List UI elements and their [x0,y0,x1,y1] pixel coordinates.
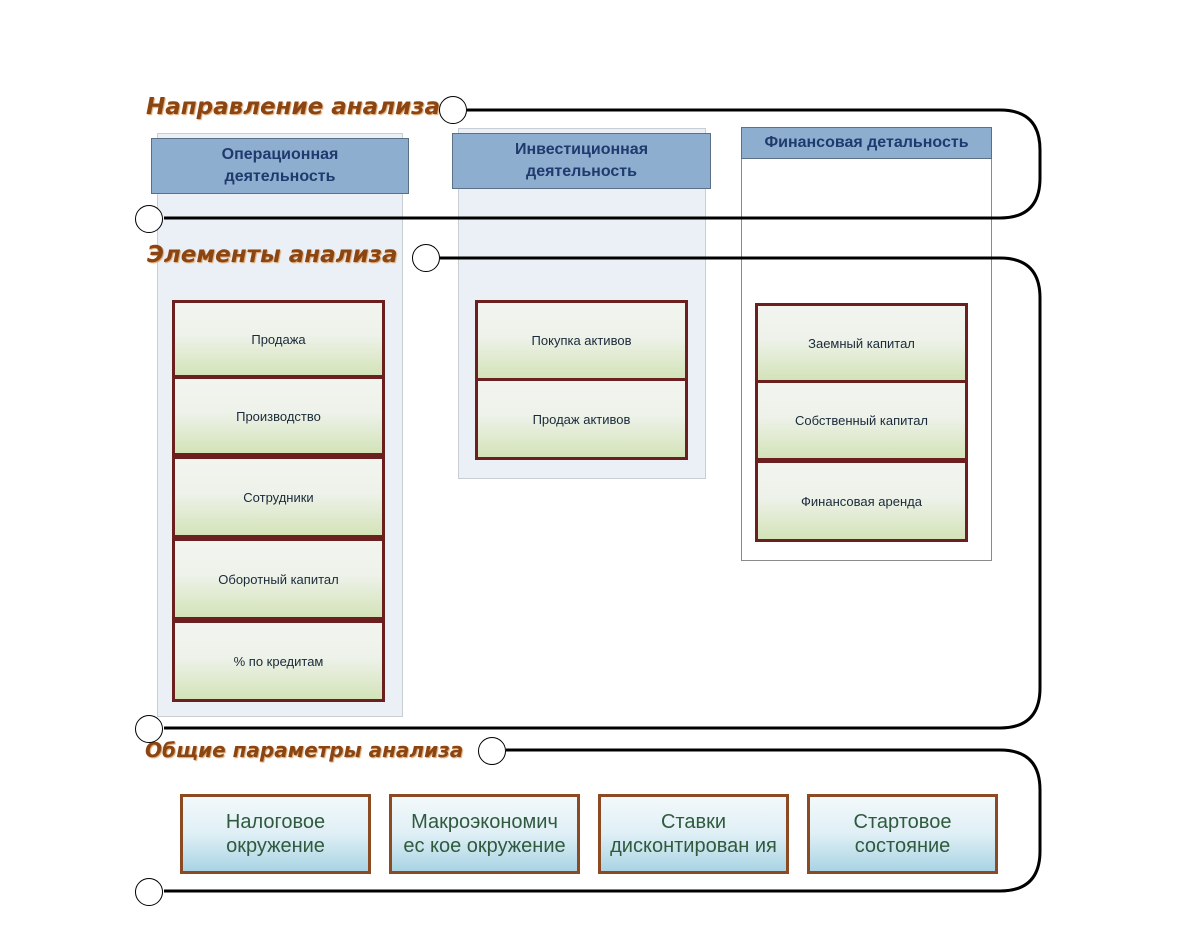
element-label: Покупка активов [531,333,632,348]
element-box: Сотрудники [172,456,385,538]
element-box: Заемный капитал [755,303,968,383]
section-title-direction: Направление анализа [146,94,441,120]
element-label: Финансовая аренда [801,493,922,509]
column-header-operational-label: Операционная деятельность [221,146,339,185]
loop-common [164,748,1042,893]
element-box: Производство [172,376,385,456]
loop-start-circle-direction [439,96,467,124]
loop-start-circle-elements [412,244,440,272]
element-label: Оборотный капитал [218,571,339,587]
column-header-operational: Операционная деятельность [151,138,409,194]
loop-start-circle-common [478,737,506,765]
loop-end-circle-elements [135,715,163,743]
parameter-box: Макроэкономич ес кое окружение [389,794,580,874]
column-header-investment: Инвестиционная деятельность [452,133,711,189]
element-label: Продаж активов [532,411,631,427]
element-box: % по кредитам [172,620,385,702]
element-box: Продаж активов [475,378,688,460]
loop-elements [164,256,1042,730]
parameter-label: Стартовое состояние [853,811,952,857]
column-header-investment-label: Инвестиционная деятельность [514,141,649,180]
parameter-label: Ставки дисконтирован ия [610,811,777,857]
loop-end-circle-common [135,878,163,906]
element-label: Производство [236,408,321,424]
element-box: Оборотный капитал [172,538,385,620]
column-header-financial-label: Финансовая детальность [764,134,969,151]
loop-end-circle-direction [135,205,163,233]
element-label: Заемный капитал [808,335,915,351]
element-box: Финансовая аренда [755,460,968,542]
element-label: Собственный капитал [794,413,929,428]
element-box: Продажа [172,300,385,378]
parameter-box: Ставки дисконтирован ия [598,794,789,874]
parameter-label: Налоговое окружение [225,811,326,857]
loop-direction [164,108,1042,220]
parameter-box: Стартовое состояние [807,794,998,874]
column-header-financial: Финансовая детальность [741,127,992,159]
element-label: Продажа [251,331,306,347]
parameter-box: Налоговое окружение [180,794,371,874]
element-label: Сотрудники [243,489,314,505]
element-box: Покупка активов [475,300,688,381]
section-title-common: Общие параметры анализа [145,738,464,762]
element-box: Собственный капитал [755,380,968,461]
section-title-elements: Элементы анализа [147,242,398,268]
parameter-label: Макроэкономич ес кое окружение [403,811,566,857]
element-label: % по кредитам [233,653,324,669]
